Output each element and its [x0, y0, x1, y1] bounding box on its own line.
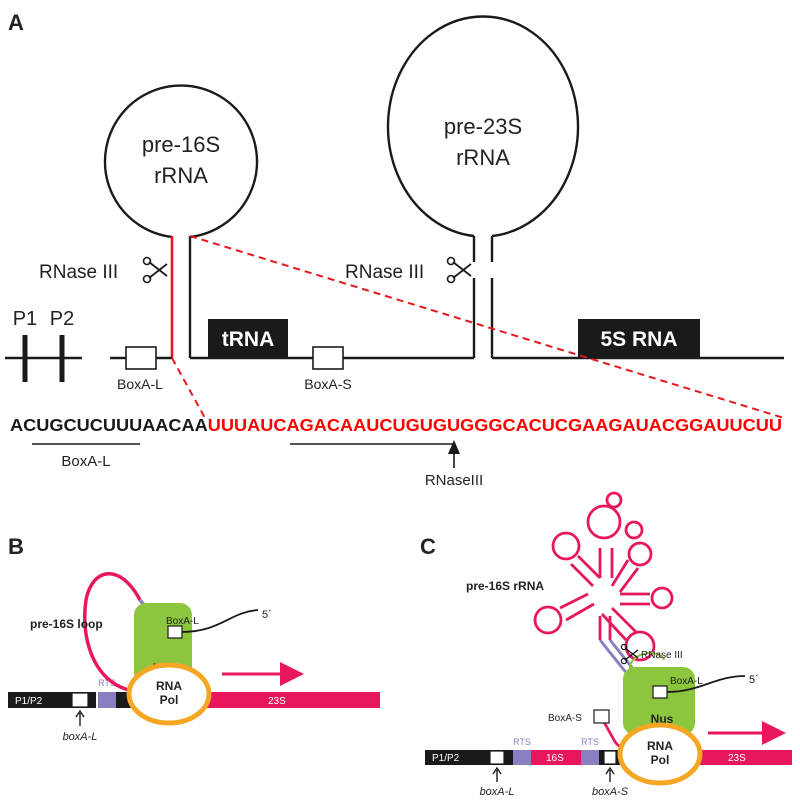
rna5s-label: 5S RNA: [600, 328, 677, 351]
c-promoter-label: P1/P2: [432, 753, 460, 764]
c-boxa-s-site-label: boxA-S: [592, 786, 629, 798]
trna-label: tRNA: [222, 328, 275, 351]
c-boxa-s-rna-label: BoxA-S: [548, 713, 582, 724]
boxa-s-label: BoxA-S: [304, 376, 351, 392]
b-five-prime: 5´: [262, 609, 272, 621]
c-rna-tail: [666, 675, 746, 693]
c-boxa-l-rna-label: BoxA-L: [670, 676, 703, 687]
zoom-line-bottom: [171, 357, 206, 419]
b-promoter-block: [8, 692, 64, 708]
c-rna-pol: [617, 722, 703, 786]
seq-rnase-arrowhead: [448, 440, 460, 454]
b-promoter-label: P1/P2: [15, 696, 43, 707]
c-scissors-icon: [620, 643, 639, 665]
sequence-red: UUUAUCAGACAAUCUGUGUGGGCACUCGAAGAUACGGAUU…: [208, 415, 782, 435]
pre16s-loop: [103, 84, 259, 239]
c-promoter-block: [425, 750, 481, 765]
b-rna-tail: [181, 609, 259, 633]
c-rrna-label: pre-16S rRNA: [466, 579, 544, 593]
boxa-s-box: [312, 346, 344, 370]
seq-rnase-label: RNaseIII: [425, 472, 483, 489]
pre16s-label-line2: rRNA: [154, 163, 208, 188]
c-pol-line2: Pol: [651, 753, 670, 767]
b-boxa-l-site-label: boxA-L: [63, 731, 98, 743]
c-nus-label: Nus: [651, 712, 674, 726]
c-boxa-s-rna-box: [593, 709, 610, 724]
c-rts2-label: RTS: [581, 737, 599, 747]
scissors-left-icon: [142, 256, 168, 284]
promoter-p2-label: P2: [50, 308, 74, 330]
b-dna-23s: [196, 692, 380, 708]
b-boxa-l-arrow: [75, 709, 85, 726]
c-rts1-label: RTS: [513, 737, 531, 747]
c-boxa-l-site-label: boxA-L: [480, 786, 515, 798]
pre23s-label-line1: pre-23S: [444, 114, 522, 139]
pre23s-label-line2: rRNA: [456, 145, 510, 170]
c-rnase3-label: RNase III: [641, 650, 683, 661]
c-boxa-s-arrow: [605, 766, 615, 782]
c-boxa-l-arrow: [492, 766, 502, 782]
b-pol-line2: Pol: [160, 693, 179, 707]
b-pre16s-loop: [83, 572, 143, 694]
c-23s-label: 23S: [728, 753, 746, 764]
boxa-l-box: [125, 346, 157, 370]
c-boxa-s-box: [603, 750, 617, 765]
rna5s-box: [578, 319, 700, 357]
c-pre16s-structure: [533, 491, 674, 662]
panel-c-label: C: [420, 534, 436, 559]
c-dna-16s: [531, 750, 581, 765]
b-loop-label: pre-16S loop: [30, 617, 103, 631]
c-rts2-box: [581, 750, 599, 765]
promoter-p1-label: P1: [13, 308, 37, 330]
c-boxa-l-box: [489, 750, 505, 765]
b-23s-label: 23S: [268, 696, 286, 707]
pre16s-label-line1: pre-16S: [142, 132, 220, 157]
b-pol-line1: RNA: [156, 679, 182, 693]
trna-box: [208, 319, 288, 357]
rnase3-left-label: RNase III: [39, 262, 118, 283]
b-boxa-l-rna-label: BoxA-L: [166, 616, 199, 627]
pre23s-loop: [386, 15, 580, 238]
panel-a-label: A: [8, 10, 24, 35]
b-boxa-l-rna-box: [167, 625, 183, 639]
boxa-l-label: BoxA-L: [117, 376, 163, 392]
c-pol-line1: RNA: [647, 739, 673, 753]
c-boxa-l-rna-box: [652, 685, 668, 699]
rnase3-right-label: RNase III: [345, 262, 424, 283]
sequence-black: ACUGCUCUUUAACAA: [10, 415, 208, 435]
scissors-right-icon: [446, 256, 472, 284]
c-rts1-box: [513, 750, 531, 765]
b-rts-label: RTS: [98, 678, 116, 688]
c-16s-label: 16S: [546, 753, 564, 764]
c-nus-complex: [623, 667, 695, 735]
seq-boxa-l-label: BoxA-L: [61, 453, 110, 470]
b-rts-box: [98, 692, 116, 708]
zoom-line-top: [189, 235, 785, 419]
c-nus-outline: [629, 652, 665, 671]
b-rna-pol: [126, 662, 212, 726]
b-boxa-l-box: [71, 692, 89, 708]
c-five-prime: 5´: [749, 674, 759, 686]
panel-b-label: B: [8, 534, 24, 559]
